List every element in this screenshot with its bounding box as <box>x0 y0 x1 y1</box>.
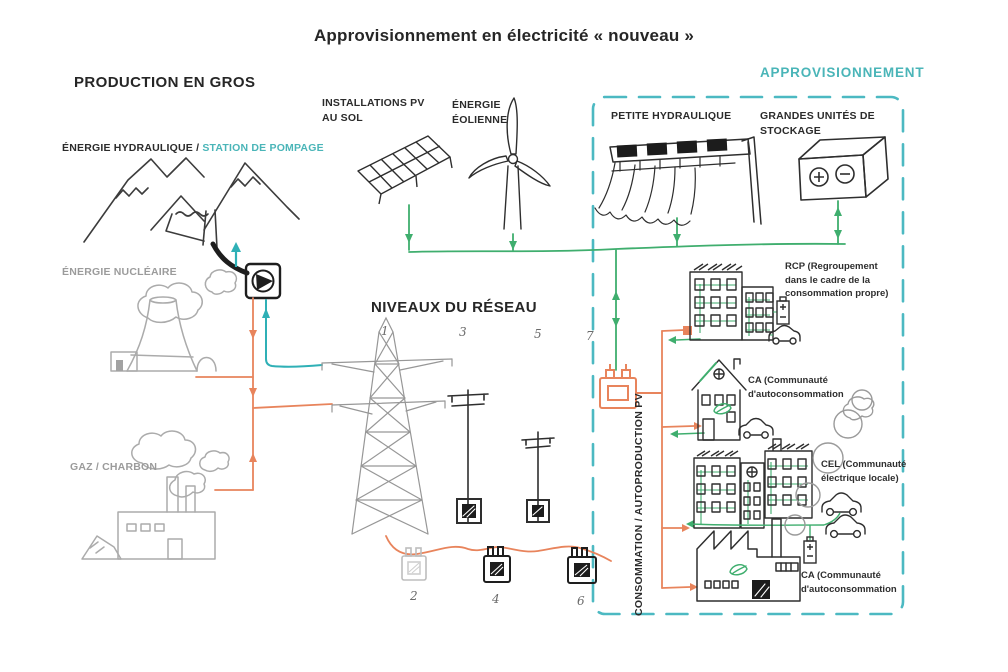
renewable-bus-lines <box>405 200 846 371</box>
conventional-grid-lines <box>195 297 333 491</box>
hydro-label-accent: STATION DE POMPAGE <box>202 142 324 154</box>
consumption-trunk-lines <box>661 326 702 591</box>
network-level-4: 4 <box>492 592 500 606</box>
ca1-label-line1: CA (Communauté <box>748 375 828 386</box>
storage-label-line1: GRANDES UNITÉS DE <box>760 110 875 122</box>
rcp-label-line3: consommation propre) <box>785 288 889 299</box>
production-section-title: PRODUCTION EN GROS <box>74 74 256 91</box>
network-level-2: 2 <box>410 589 418 603</box>
penstock-pipe <box>210 241 250 276</box>
rcp-battery-icon <box>776 296 790 325</box>
nuclear-label: ÉNERGIE NUCLÉAIRE <box>62 266 177 278</box>
small-hydro-dam-icon <box>594 136 762 226</box>
storage-label: GRANDES UNITÉS DE STOCKAGE <box>760 109 875 139</box>
cloud-icon <box>842 396 875 421</box>
ca1-label-line2: d'autoconsommation <box>748 388 844 400</box>
network-level-3: 3 <box>459 325 467 339</box>
grid-plug-6-icon <box>567 547 597 584</box>
rcp-ev-car-icon <box>768 324 801 345</box>
hydro-mountains-icon <box>83 157 300 249</box>
pump-turbine-icon <box>244 262 282 300</box>
rcp-label-line1: RCP (Regroupement <box>785 261 878 272</box>
consumption-vertical-label: CONSOMMATION / AUTOPRODUCTION PV <box>633 393 645 616</box>
network-section-title: NIVEAUX DU RÉSEAU <box>371 299 537 316</box>
wind-turbine-icon <box>468 97 551 230</box>
network-level-5: 5 <box>534 327 542 341</box>
supply-section-title: APPROVISIONNEMENT <box>760 65 925 80</box>
pv-transformer-icon <box>599 364 662 409</box>
pv-label: INSTALLATIONS PV AU SOL <box>322 96 425 126</box>
grid-plug-2-icon <box>401 547 427 581</box>
gas-coal-plant-icon <box>81 430 230 560</box>
transmission-tower-icon <box>321 316 453 535</box>
cel-label: CEL (Communauté électrique locale) <box>821 458 906 485</box>
pumping-line <box>262 299 323 368</box>
ca2-label: CA (Communauté d'autoconsommation <box>801 569 897 596</box>
small-hydro-label: PETITE HYDRAULIQUE <box>611 110 732 122</box>
supply-zone-border <box>591 95 905 616</box>
rcp-building-icon <box>689 263 777 341</box>
cel-battery-icon <box>803 536 817 564</box>
ca2-label-line2: d'autoconsommation <box>801 583 897 595</box>
network-level-7: 7 <box>586 329 594 343</box>
rcp-label: RCP (Regroupement dans le cadre de la co… <box>785 260 888 301</box>
ca2-label-line1: CA (Communauté <box>801 570 881 581</box>
network-level-1: 1 <box>381 324 389 338</box>
wind-label-line2: ÉOLIENNE <box>452 114 508 126</box>
ca-ev-car-icon <box>738 417 774 439</box>
network-level-6: 6 <box>577 594 585 608</box>
pumping-arrow <box>231 242 241 267</box>
pole-3-icon <box>447 389 489 524</box>
ca-factory-icon <box>696 518 801 602</box>
hydro-label: ÉNERGIE HYDRAULIQUE / STATION DE POMPAGE <box>62 141 324 156</box>
cel-label-line2: électrique locale) <box>821 472 899 484</box>
rcp-label-line2: dans le cadre de la <box>785 274 871 286</box>
cel-label-line1: CEL (Communauté <box>821 459 907 470</box>
pv-label-line1: INSTALLATIONS PV <box>322 97 425 109</box>
ca1-label: CA (Communauté d'autoconsommation <box>748 374 844 401</box>
pv-label-line2: AU SOL <box>322 112 363 124</box>
gas-label: GAZ / CHARBON <box>70 461 158 473</box>
grid-plug-4-icon <box>483 546 511 583</box>
ca-house-icon <box>691 358 747 441</box>
cel-buildings-icon <box>689 438 841 540</box>
factory-smoke-icon <box>784 389 873 536</box>
cel-ev-cars-icon <box>821 492 866 539</box>
storage-unit-icon <box>798 136 889 201</box>
solar-array-icon <box>357 135 453 205</box>
pole-5-icon <box>521 431 555 523</box>
page-title: Approvisionnement en électricité « nouve… <box>313 26 695 45</box>
wind-label: ÉNERGIE ÉOLIENNE <box>452 98 507 128</box>
nuclear-plant-icon <box>110 269 238 372</box>
wind-label-line1: ÉNERGIE <box>452 99 501 111</box>
storage-label-line2: STOCKAGE <box>760 125 821 137</box>
hydro-label-main: ÉNERGIE HYDRAULIQUE / <box>62 142 203 154</box>
